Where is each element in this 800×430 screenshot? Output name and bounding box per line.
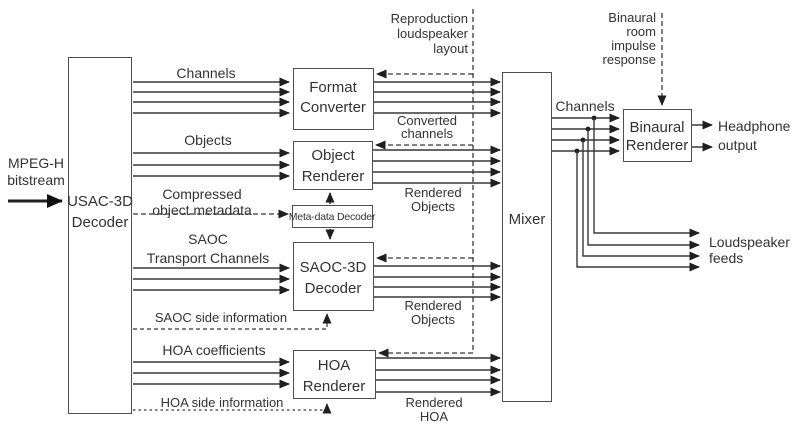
hoa-coefficients-lines [133, 357, 290, 389]
mixer-output-lines [552, 113, 620, 156]
rendered-saoc-lines [374, 261, 501, 302]
converted-channels-lines [374, 77, 501, 118]
usac-3d-decoder-box [68, 57, 132, 414]
saoc-side-info-line [133, 313, 332, 330]
mixer-channels-label: Channels [555, 98, 615, 114]
metadata-decoder-box [292, 205, 373, 228]
hoa-side-info-line [133, 403, 332, 414]
saoc-side-info-label: SAOC side information [154, 310, 288, 325]
hoa-side-info-label: HOA side information [160, 395, 284, 410]
rendered-hoa-lines [376, 353, 501, 397]
branch-dots [574, 115, 597, 154]
mixer-title: Mixer [508, 211, 546, 228]
hoa-renderer-box [293, 350, 376, 399]
reproduction-layout-lines [375, 9, 474, 358]
object-renderer-box [293, 141, 373, 190]
headphone-output-lines [692, 120, 713, 152]
channels-label: Channels [176, 65, 236, 81]
saoc-transport-lines [133, 263, 290, 295]
rendered-objects-lines [373, 145, 501, 188]
objects-label: Objects [184, 132, 232, 148]
loudspeaker-feed-lines [576, 118, 700, 272]
mixer-box [502, 72, 552, 402]
format-converter-box [293, 68, 374, 130]
channels-lines [133, 77, 290, 118]
binaural-renderer-box [623, 109, 692, 162]
hoa-coefficients-label: HOA coefficients [162, 342, 266, 358]
metadata-decoder-title: Meta-data Decoder [288, 211, 376, 223]
objects-lines [133, 148, 290, 181]
saoc-3d-decoder-box [293, 242, 374, 311]
